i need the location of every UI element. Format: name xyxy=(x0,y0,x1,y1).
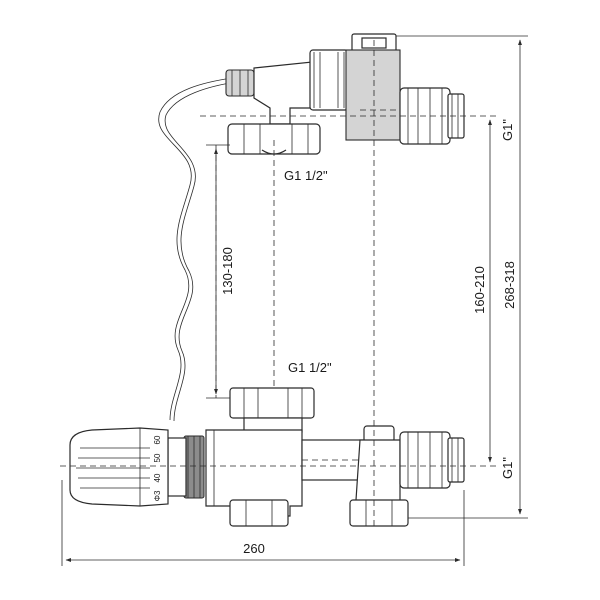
label-top-center-thread: G1 1/2" xyxy=(284,168,328,183)
dim-left-label: 130-180 xyxy=(220,247,235,295)
scale-40: 40 xyxy=(153,473,162,482)
dim-bottom-label: 260 xyxy=(243,541,265,556)
scale-mark: Φ3 xyxy=(153,490,162,501)
top-tee-body xyxy=(253,61,313,125)
middle-connector-nut xyxy=(229,387,315,419)
label-mid-center-thread: G1 1/2" xyxy=(288,360,332,375)
dim-outer-label: 268-318 xyxy=(502,261,517,309)
label-top-side-thread: G1" xyxy=(500,119,515,141)
label-bottom-side-thread: G1" xyxy=(500,457,515,479)
thermostat-knob xyxy=(69,427,169,507)
thermostat-head: 60 50 40 Φ3 xyxy=(69,427,169,507)
dim-inner-label: 160-210 xyxy=(472,266,487,314)
bottom-outlet-left xyxy=(229,499,289,527)
bottom-valve-assembly xyxy=(167,387,465,527)
scale-50: 50 xyxy=(153,453,162,462)
capillary-tube-echo xyxy=(164,81,237,422)
top-housing xyxy=(345,49,401,141)
top-bottom-nut xyxy=(227,123,321,155)
scale-60: 60 xyxy=(153,435,162,444)
bottom-outlet-right xyxy=(349,499,409,527)
top-union-nut xyxy=(309,49,349,111)
capillary-tube xyxy=(158,77,233,421)
